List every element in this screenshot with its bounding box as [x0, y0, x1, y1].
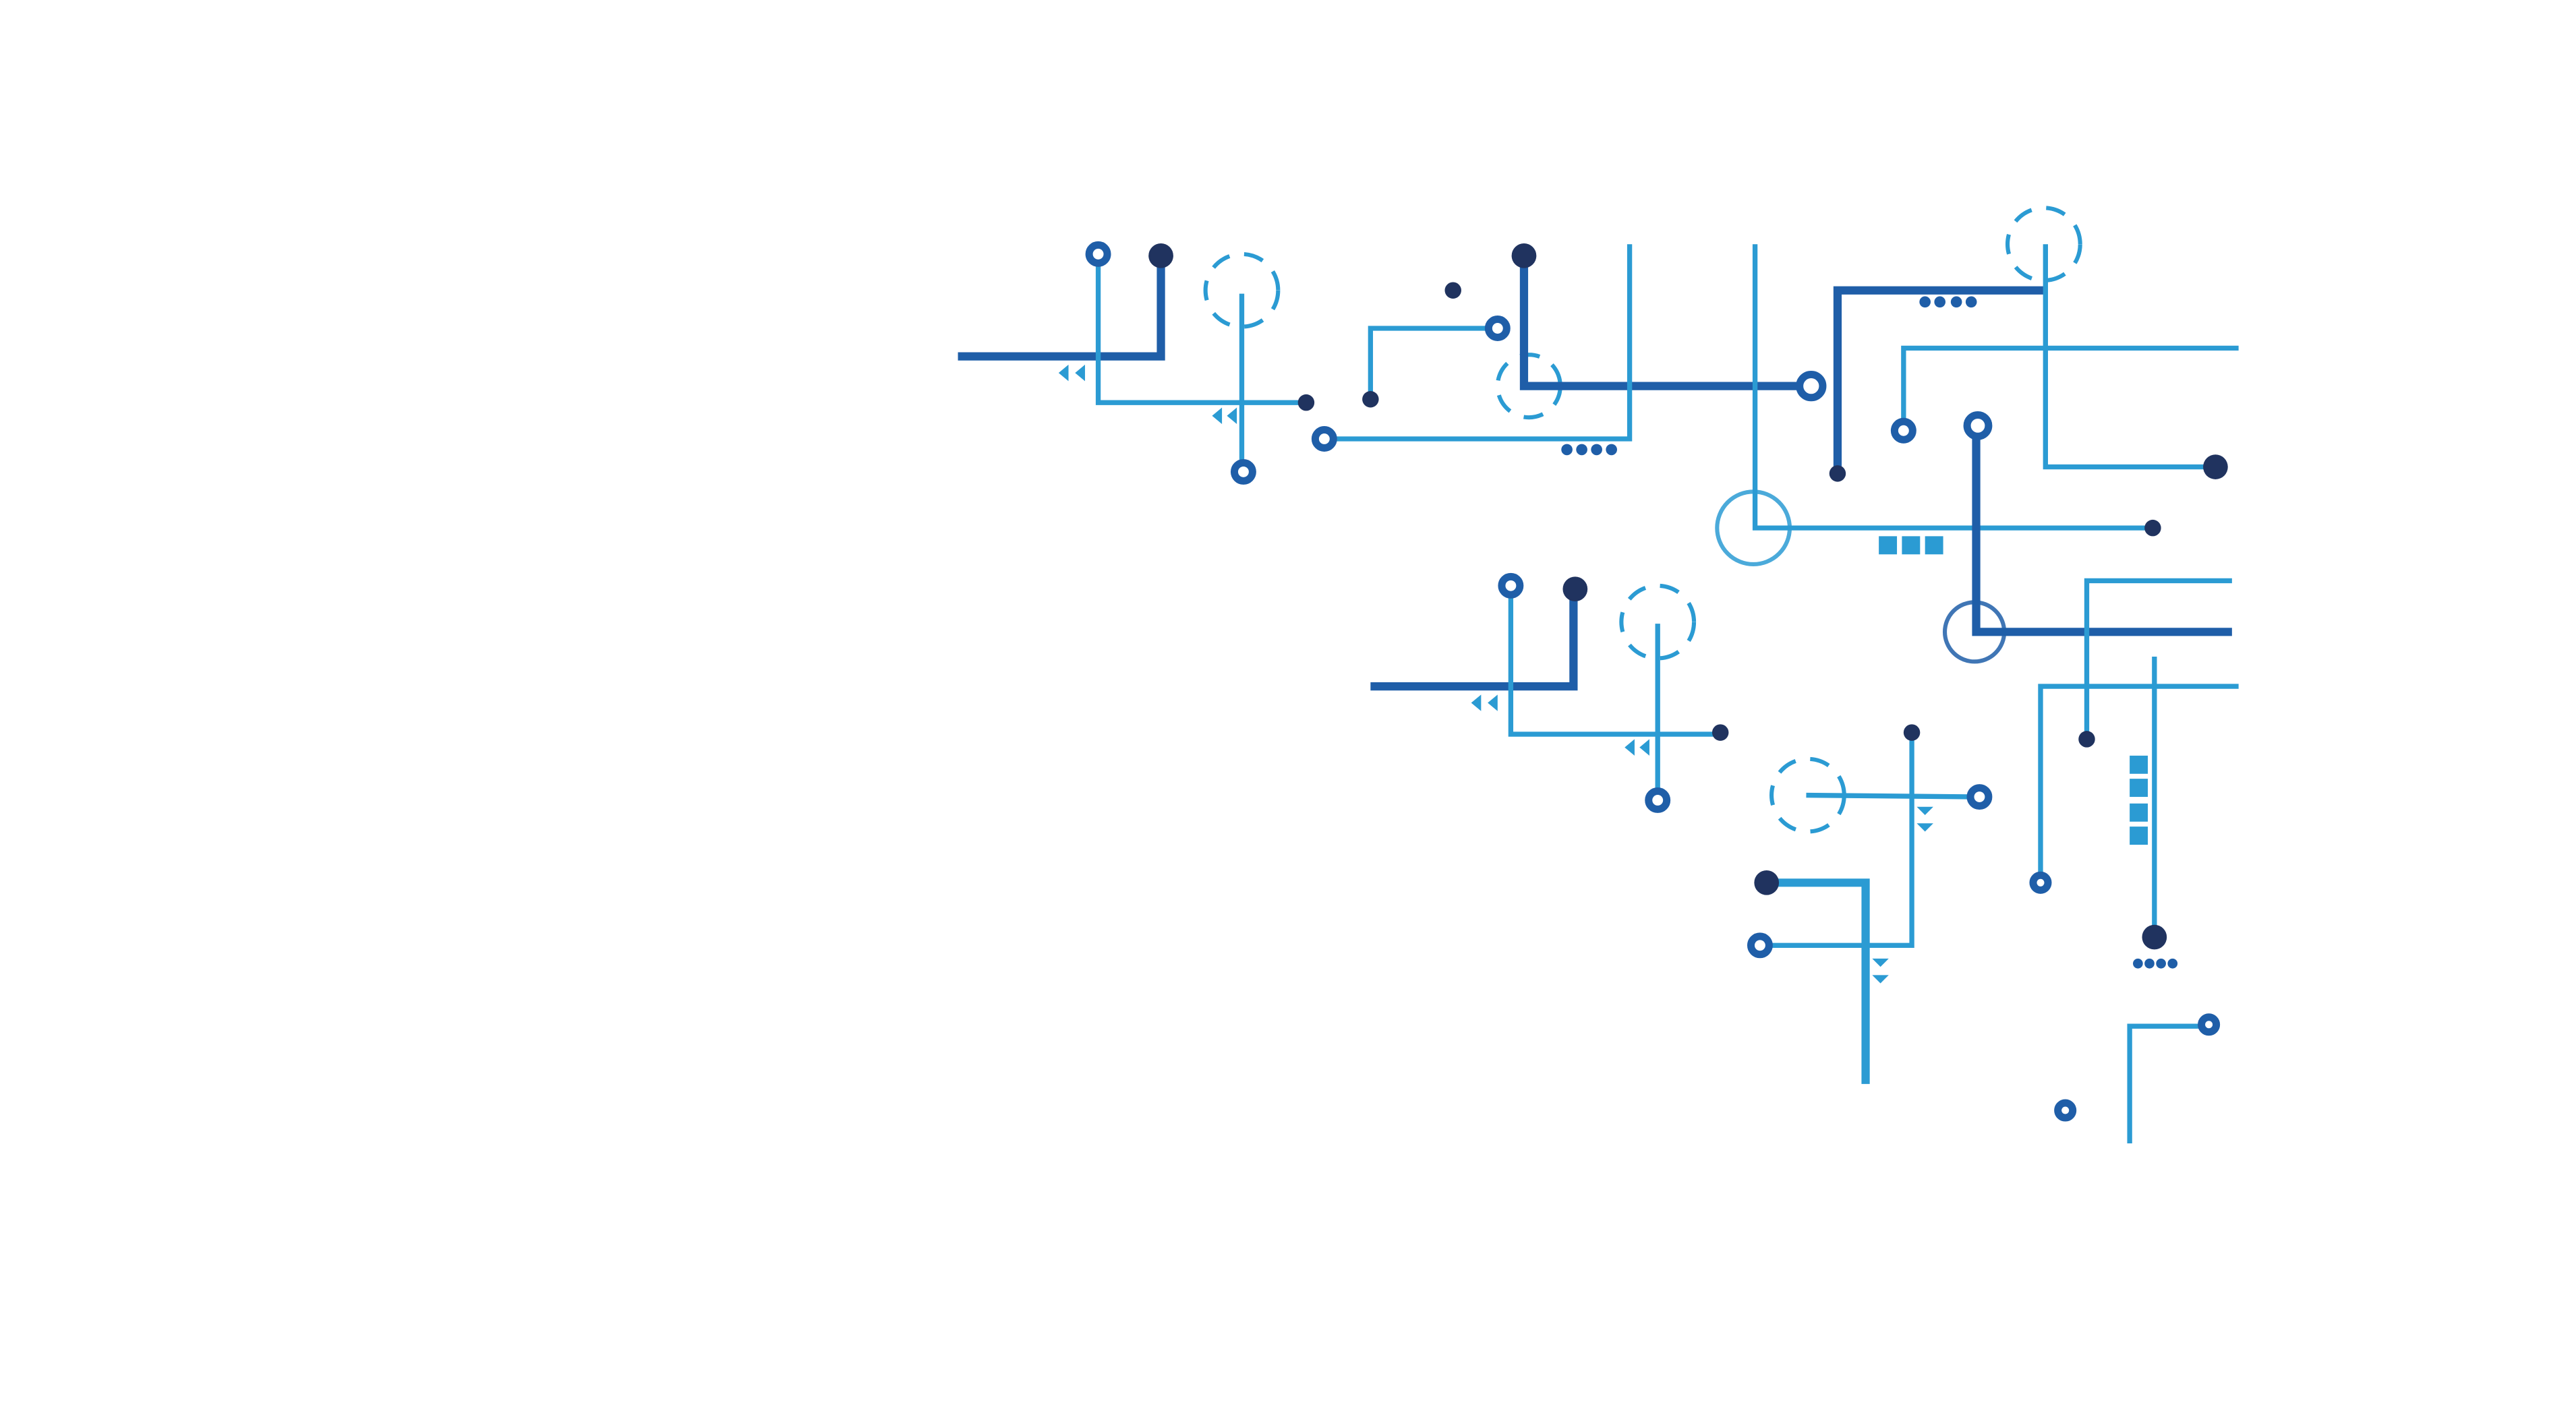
module-top-right — [1715, 206, 2239, 664]
module-top-center — [1311, 243, 1827, 456]
node-ring — [1085, 241, 1111, 267]
triangle-marker-icon — [1624, 739, 1649, 756]
node-ring — [1498, 572, 1524, 599]
trace — [1972, 425, 2232, 636]
node-ring — [1890, 417, 1916, 444]
module-lower-right — [2029, 578, 2239, 1143]
node-dot — [1711, 724, 1729, 741]
node-ring — [1966, 784, 1993, 810]
trace — [1519, 257, 1810, 390]
square-marker-icon — [1879, 536, 1943, 555]
node-ring — [1747, 932, 1773, 959]
module-top-left — [958, 241, 1315, 485]
trace — [1095, 253, 1306, 405]
node-dot — [1562, 576, 1588, 602]
square-marker-icon — [2130, 755, 2148, 845]
triangle-marker-icon — [1872, 958, 1889, 984]
trace — [1761, 732, 1914, 948]
dot-marker-icon — [1561, 444, 1617, 456]
node-ring — [1645, 787, 1671, 813]
trace — [2038, 684, 2239, 881]
trace — [1833, 286, 2044, 474]
trace — [2084, 578, 2232, 740]
dashed-ring — [2005, 206, 2082, 283]
trace — [1508, 585, 1719, 737]
node-dot — [1829, 465, 1846, 482]
node-dot — [1444, 282, 1461, 299]
triangle-marker-icon — [1212, 407, 1237, 424]
trace — [1768, 878, 1870, 1084]
node-ring — [1796, 371, 1827, 402]
dashed-ring — [1203, 251, 1281, 329]
node-dot — [2144, 519, 2161, 537]
trace — [2127, 1023, 2208, 1143]
node-ring — [1230, 458, 1256, 485]
trace — [2043, 244, 2214, 470]
node-ring — [1484, 316, 1511, 341]
trace — [1752, 244, 2151, 531]
triangle-marker-icon — [1916, 806, 1933, 832]
node-dot — [2203, 454, 2228, 479]
dashed-ring — [1619, 583, 1697, 661]
trace — [1370, 591, 1578, 691]
trace — [1324, 244, 1633, 442]
node-dot — [1511, 243, 1537, 268]
triangle-marker-icon — [1471, 694, 1498, 711]
trace — [1901, 345, 2239, 429]
module-middle — [1370, 572, 1729, 813]
node-ring — [1311, 426, 1337, 452]
node-dot — [1754, 870, 1780, 895]
node-dot — [2078, 731, 2095, 748]
ghost-ring — [1942, 600, 2007, 664]
node-ring — [2054, 1099, 2077, 1122]
node-ring — [2198, 1013, 2221, 1036]
node-dot — [1362, 391, 1379, 408]
node-dot — [1297, 394, 1315, 411]
dot-marker-icon — [1919, 296, 1977, 308]
trace — [1368, 326, 1496, 400]
node-dot — [2142, 924, 2167, 950]
ghost-ring — [1715, 489, 1792, 567]
module-lower-center — [1747, 724, 1993, 1084]
node-dot — [1903, 724, 1921, 741]
node-ring — [2029, 871, 2052, 894]
trace — [958, 256, 1165, 361]
node-dot — [1148, 243, 1173, 268]
node-ring — [1963, 411, 1993, 440]
triangle-marker-icon — [1058, 364, 1085, 382]
dot-marker-icon — [2133, 958, 2178, 969]
trace — [1806, 792, 1979, 800]
